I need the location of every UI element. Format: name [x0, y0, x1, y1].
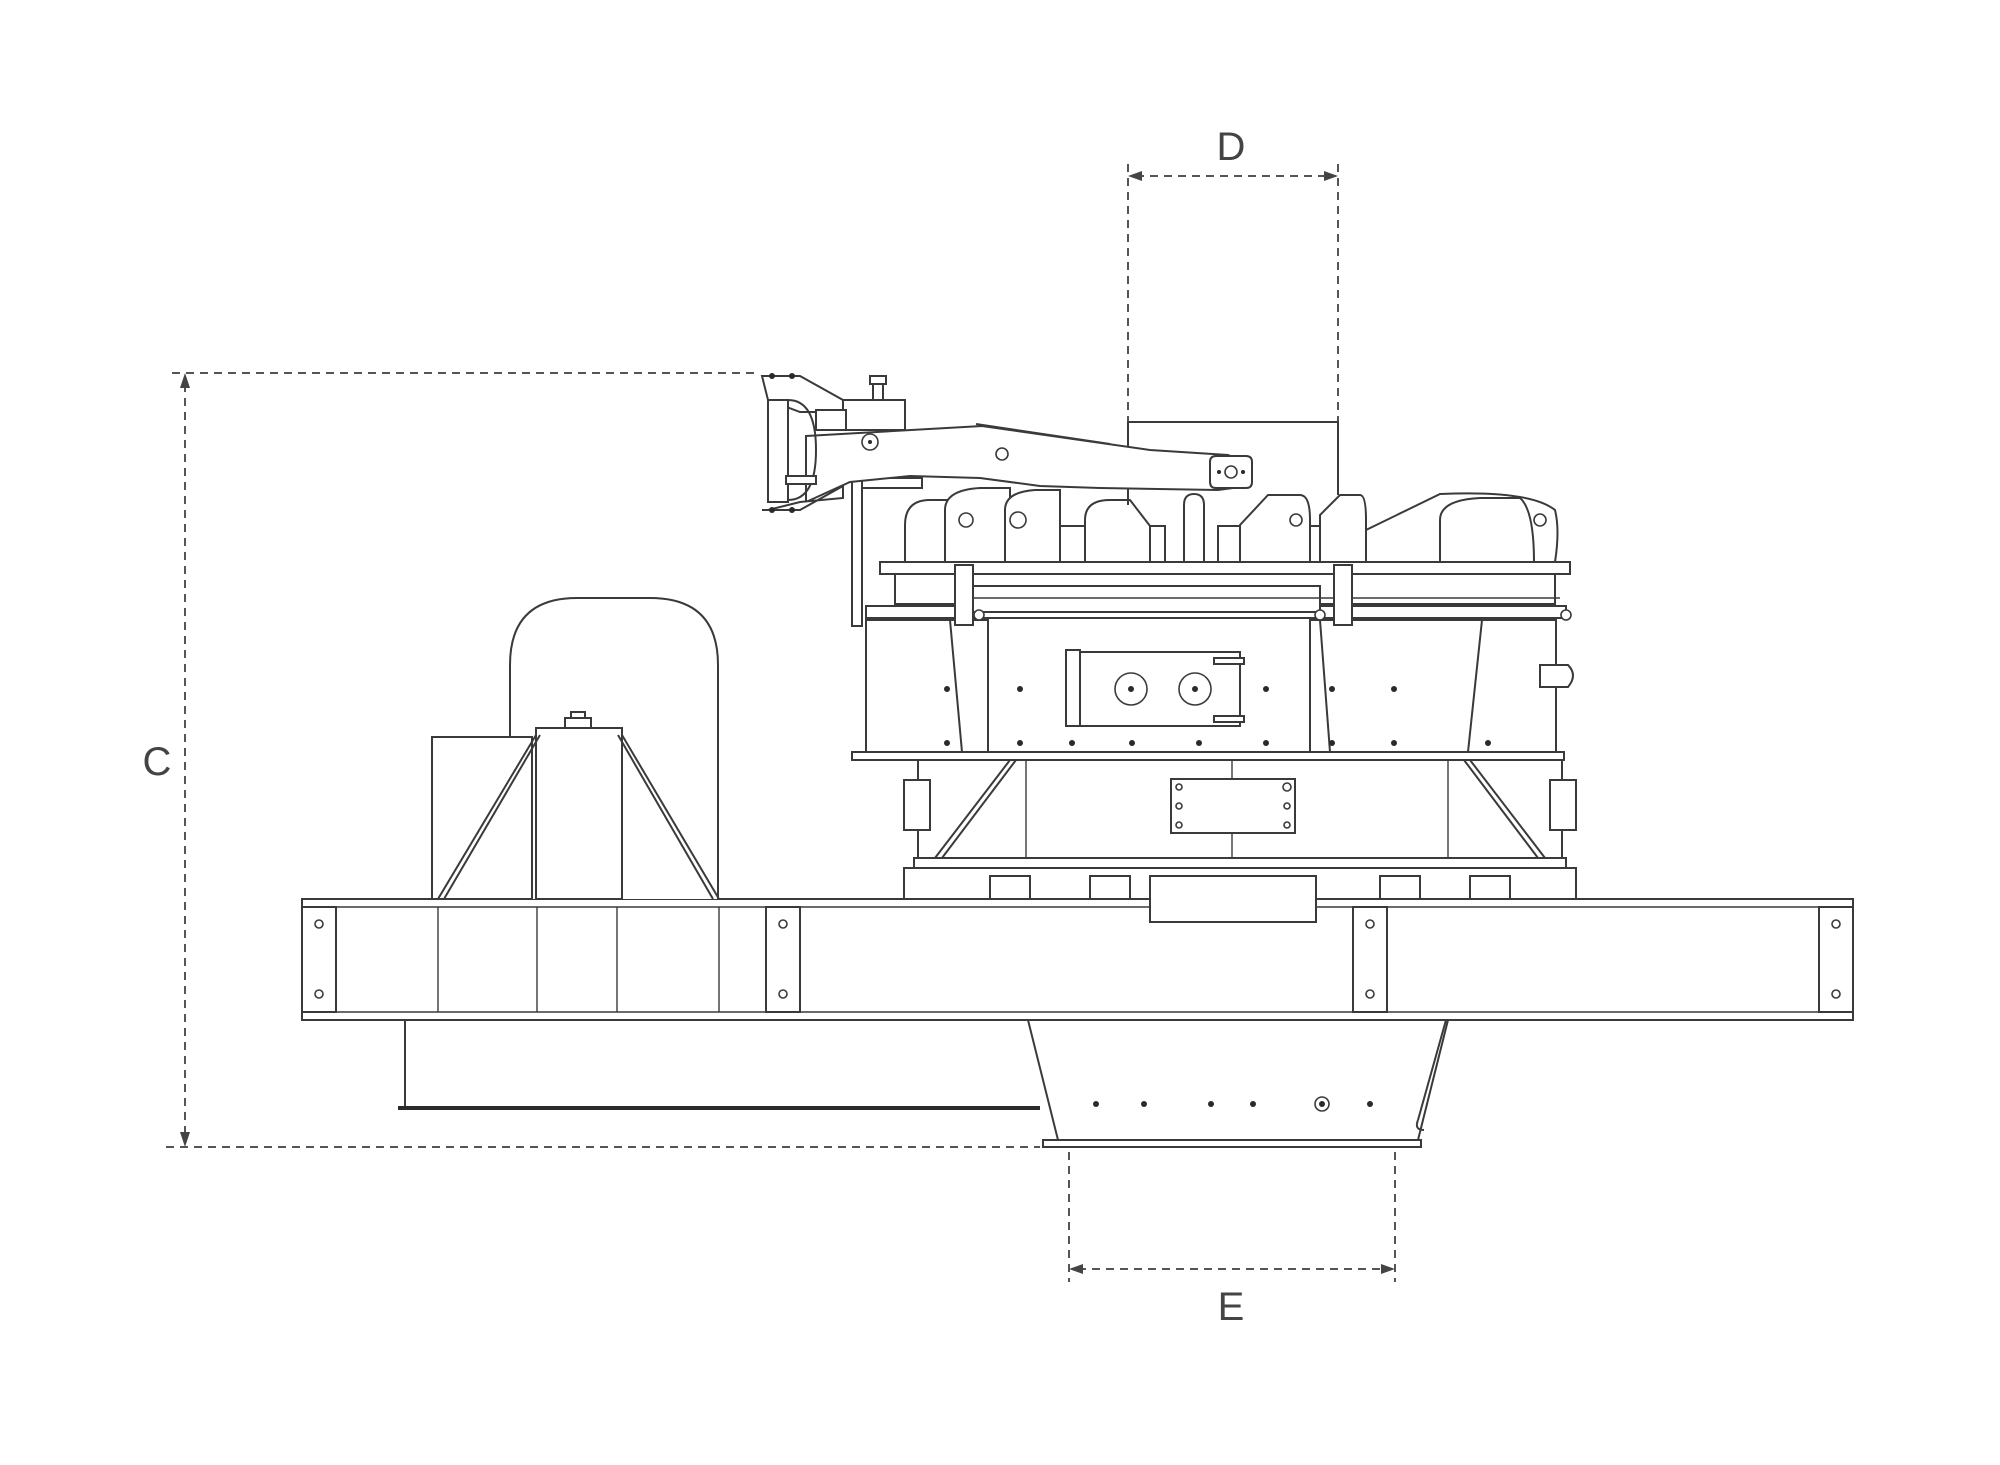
dimension-label-d: D [1217, 125, 1246, 169]
beam-stiffeners [301, 906, 1854, 1013]
nameplate [1170, 778, 1296, 834]
crusher-body [851, 617, 1574, 761]
dimension-label-e: E [1218, 1285, 1245, 1329]
motor-stand [431, 711, 720, 900]
dimension-d: D [1127, 125, 1339, 422]
upper-housing [865, 487, 1572, 626]
under-frame [398, 1020, 1040, 1110]
base-beam [301, 898, 1854, 1021]
inspection-door [1065, 649, 1245, 727]
dimension-e: E [1068, 1152, 1396, 1329]
dimension-c: C [143, 372, 1040, 1148]
chute-bolt-holes [1093, 1096, 1373, 1112]
discharge-chute [1026, 1019, 1450, 1148]
body-bolt-holes [944, 686, 1491, 746]
dimension-label-c: C [143, 740, 172, 784]
lifting-arm [760, 373, 1253, 627]
